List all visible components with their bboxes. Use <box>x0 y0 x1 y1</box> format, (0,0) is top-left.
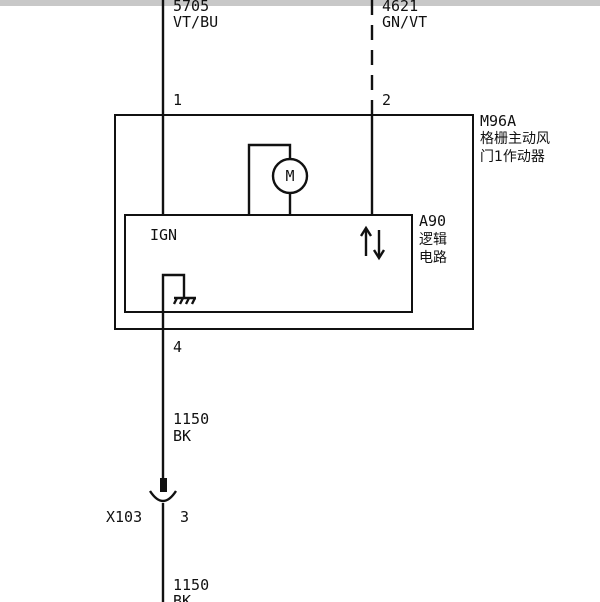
logic-name-line2: 电路 <box>419 250 447 266</box>
wire-1150-circuit-2: 1150 <box>173 576 209 594</box>
connector-icon <box>148 478 178 503</box>
module-name-line1: 格栅主动风 <box>480 131 550 147</box>
ground-icon <box>161 273 197 312</box>
logic-a90-box <box>124 214 413 313</box>
logic-id: A90 <box>419 212 446 230</box>
module-name-line2: 门1作动器 <box>480 149 545 165</box>
connector-pin-label: 3 <box>180 508 189 526</box>
motor-icon <box>271 157 309 195</box>
motor-wiring <box>247 143 292 215</box>
wire-1150-color: BK <box>173 427 191 445</box>
bidirectional-arrows-icon <box>359 225 386 261</box>
motor-symbol: M <box>285 167 294 185</box>
pin-1-label: 1 <box>173 91 182 109</box>
pin-4-label: 4 <box>173 338 182 356</box>
wire-1150-color-2: BK <box>173 592 191 602</box>
logic-ign-label: IGN <box>150 226 177 244</box>
wire-1150-circuit: 1150 <box>173 410 209 428</box>
wire-5705-circuit: 5705 <box>173 0 209 15</box>
wire-5705-color: VT/BU <box>173 13 218 31</box>
wire-4621-circuit: 4621 <box>382 0 418 15</box>
top-scroll-edge <box>0 0 600 6</box>
wire-4621-color: GN/VT <box>382 13 427 31</box>
pin-2-label: 2 <box>382 91 391 109</box>
module-m96a-box <box>114 114 474 330</box>
logic-name-line1: 逻辑 <box>419 232 447 248</box>
module-id: M96A <box>480 112 516 130</box>
connector-id: X103 <box>106 508 142 526</box>
